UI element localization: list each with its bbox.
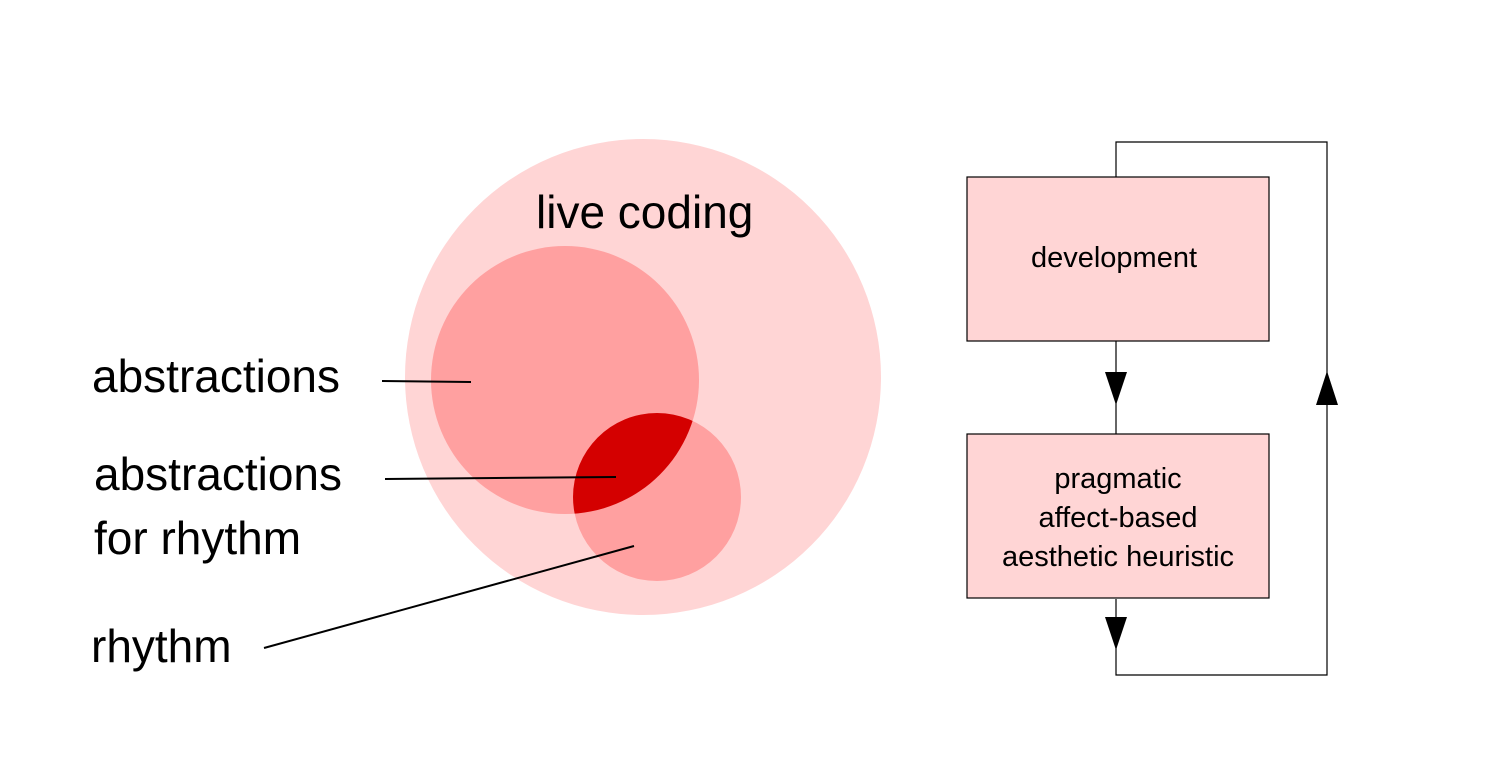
rhythm-leader-line [263,545,635,649]
abstractions-for-rhythm-label-line1: abstractions [94,448,342,500]
development-box-label: development [1031,242,1197,274]
live-coding-label: live coding [536,186,753,238]
abstractions-for-rhythm-label-line2: for rhythm [94,512,301,564]
development-box [966,176,1270,342]
heuristic-box [966,433,1270,599]
abstractions-leader-line [381,380,472,383]
heuristic-box-label-line3: aesthetic heuristic [1002,541,1234,573]
arrow-down-icon [1105,372,1127,405]
rhythm-label: rhythm [91,620,232,672]
heuristic-box-label-line2: affect-based [1038,502,1197,534]
abstractions-label: abstractions [92,350,340,402]
abstractions-for-rhythm-leader-line [384,476,617,480]
heuristic-box-label-line1: pragmatic [1054,463,1181,495]
feedback-loop-connector [1115,141,1328,676]
flow-diagram: development pragmatic affect-based aesth… [966,141,1338,676]
arrow-up-icon [1316,371,1338,405]
venn-diagram: live coding abstractions abstractions fo… [91,139,881,672]
arrow-down-icon [1105,617,1127,650]
